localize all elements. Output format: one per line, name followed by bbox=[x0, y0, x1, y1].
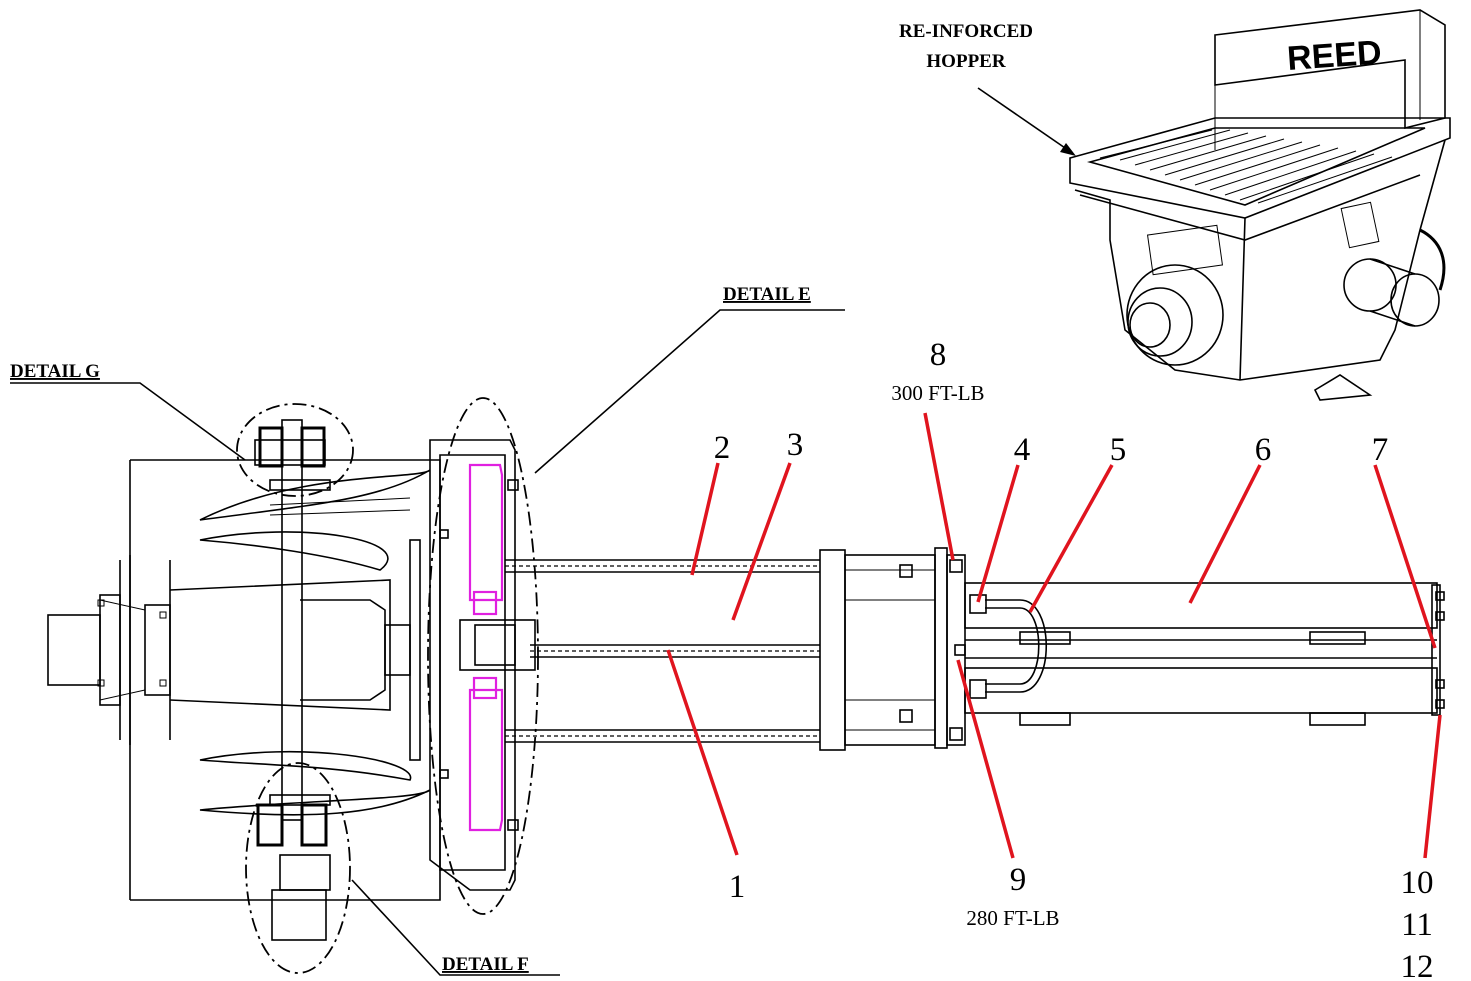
hopper-side-view bbox=[47, 419, 441, 941]
wear-plate-assembly bbox=[429, 439, 536, 891]
detail-f-label: DETAIL F bbox=[442, 954, 529, 975]
water-box bbox=[819, 547, 966, 751]
leader-6 bbox=[1188, 464, 1262, 604]
callout-3: 3 bbox=[787, 427, 804, 463]
callout-9: 9 bbox=[1010, 862, 1027, 898]
hopper-arrow bbox=[977, 87, 1069, 151]
hopper-callout: RE-INFORCED HOPPER bbox=[899, 21, 1076, 156]
callout-7: 7 bbox=[1372, 432, 1389, 468]
hopper-label-line2: HOPPER bbox=[926, 51, 1005, 72]
leader-7 bbox=[1373, 464, 1437, 649]
callout-11: 11 bbox=[1401, 907, 1433, 943]
leader-lines bbox=[10, 309, 1442, 976]
callout-1: 1 bbox=[729, 869, 746, 905]
callout-4: 4 bbox=[1014, 432, 1031, 468]
leader-5 bbox=[1028, 464, 1114, 613]
callout-5: 5 bbox=[1110, 432, 1127, 468]
detail-e-outline bbox=[427, 397, 539, 915]
leader-8 bbox=[923, 412, 955, 561]
callout-8: 8 bbox=[930, 337, 947, 373]
hopper-label-line1: RE-INFORCED bbox=[899, 21, 1033, 42]
callout-2: 2 bbox=[714, 430, 731, 466]
detail-f-outline bbox=[245, 762, 351, 974]
leader-1 bbox=[666, 649, 739, 856]
brand-logo: REED bbox=[1286, 33, 1383, 77]
detail-e-leader bbox=[534, 309, 845, 474]
leader-9 bbox=[956, 659, 1015, 859]
callout-6: 6 bbox=[1255, 432, 1272, 468]
torque-9: 280 FT-LB bbox=[966, 906, 1059, 930]
callout-12: 12 bbox=[1401, 949, 1434, 981]
hopper-illustration: REED bbox=[1069, 9, 1451, 401]
torque-8: 300 FT-LB bbox=[891, 381, 984, 405]
tie-rods bbox=[505, 559, 820, 743]
detail-e-label: DETAIL E bbox=[723, 284, 811, 305]
leader-2 bbox=[690, 462, 720, 576]
detail-g-leader bbox=[10, 382, 246, 461]
leader-3 bbox=[731, 462, 792, 621]
detail-g-label: DETAIL G bbox=[10, 361, 100, 382]
detail-g-outline bbox=[236, 403, 354, 497]
leader-4 bbox=[976, 464, 1020, 603]
leader-10 bbox=[1423, 714, 1442, 859]
hydraulic-cylinders bbox=[964, 582, 1445, 726]
detail-f-leader bbox=[351, 879, 560, 976]
callout-10: 10 bbox=[1401, 865, 1434, 901]
